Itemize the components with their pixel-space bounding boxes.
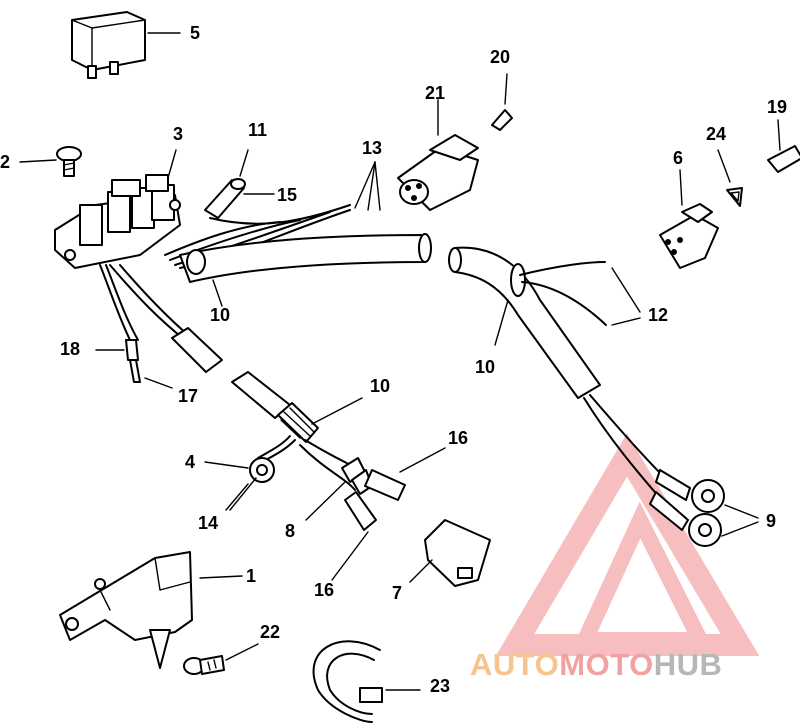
callout-19: 19	[767, 97, 788, 117]
callout-4: 4	[185, 452, 196, 472]
watermark-logo	[495, 433, 760, 656]
callout-15: 15	[277, 185, 298, 205]
part-bullet-connector	[95, 339, 173, 389]
part-connector-housing-21	[397, 99, 479, 211]
part-pin-19	[767, 119, 800, 173]
watermark-hub: HUB	[653, 647, 723, 682]
callout-16-lower: 16	[314, 580, 335, 600]
part-pin-20	[491, 73, 513, 131]
callout-8: 8	[285, 521, 296, 541]
callout-9: 9	[766, 511, 777, 531]
callout-13: 13	[362, 138, 383, 158]
part-relay-socket-7	[409, 519, 491, 587]
part-screw-2	[19, 146, 82, 177]
callout-24: 24	[706, 124, 727, 144]
part-bracket-1	[59, 551, 243, 669]
part-screw-22	[183, 643, 259, 675]
part-strap-23	[312, 640, 421, 723]
callout-21: 21	[425, 83, 446, 103]
part-loom-sleeve-right	[448, 246, 641, 399]
part-grommet-4	[204, 457, 275, 511]
callout-11: 11	[248, 120, 268, 140]
part-plug-11	[204, 149, 275, 219]
callout-14: 14	[198, 513, 219, 533]
watermark-auto: AUTO	[470, 647, 560, 682]
callout-7: 7	[392, 583, 403, 603]
watermark-text: AUTOMOTOHUB	[470, 648, 722, 682]
callout-16-upper: 16	[448, 428, 469, 448]
callout-1: 1	[246, 566, 257, 586]
part-connector-6	[659, 169, 719, 269]
callout-6: 6	[673, 148, 684, 168]
callout-10-right: 10	[475, 357, 496, 377]
callout-22: 22	[260, 622, 281, 642]
part-ring-terminals	[583, 394, 759, 547]
callout-17: 17	[178, 386, 199, 406]
callout-20: 20	[490, 47, 511, 67]
part-seal-24	[717, 149, 743, 207]
callout-12: 12	[648, 305, 669, 325]
part-terminal-block	[54, 149, 181, 269]
watermark-moto: MOTO	[559, 647, 654, 682]
part-relay	[71, 11, 181, 79]
callout-18: 18	[60, 339, 81, 359]
callout-10-braid: 10	[370, 376, 391, 396]
part-loom-sleeve-main	[179, 233, 432, 307]
part-wire-leads-13	[354, 161, 381, 211]
callout-2: 2	[0, 152, 11, 172]
part-connector-8	[305, 447, 446, 581]
callout-5: 5	[190, 23, 201, 43]
callout-23: 23	[430, 676, 451, 696]
callout-10-main: 10	[210, 305, 231, 325]
callout-3: 3	[173, 124, 184, 144]
